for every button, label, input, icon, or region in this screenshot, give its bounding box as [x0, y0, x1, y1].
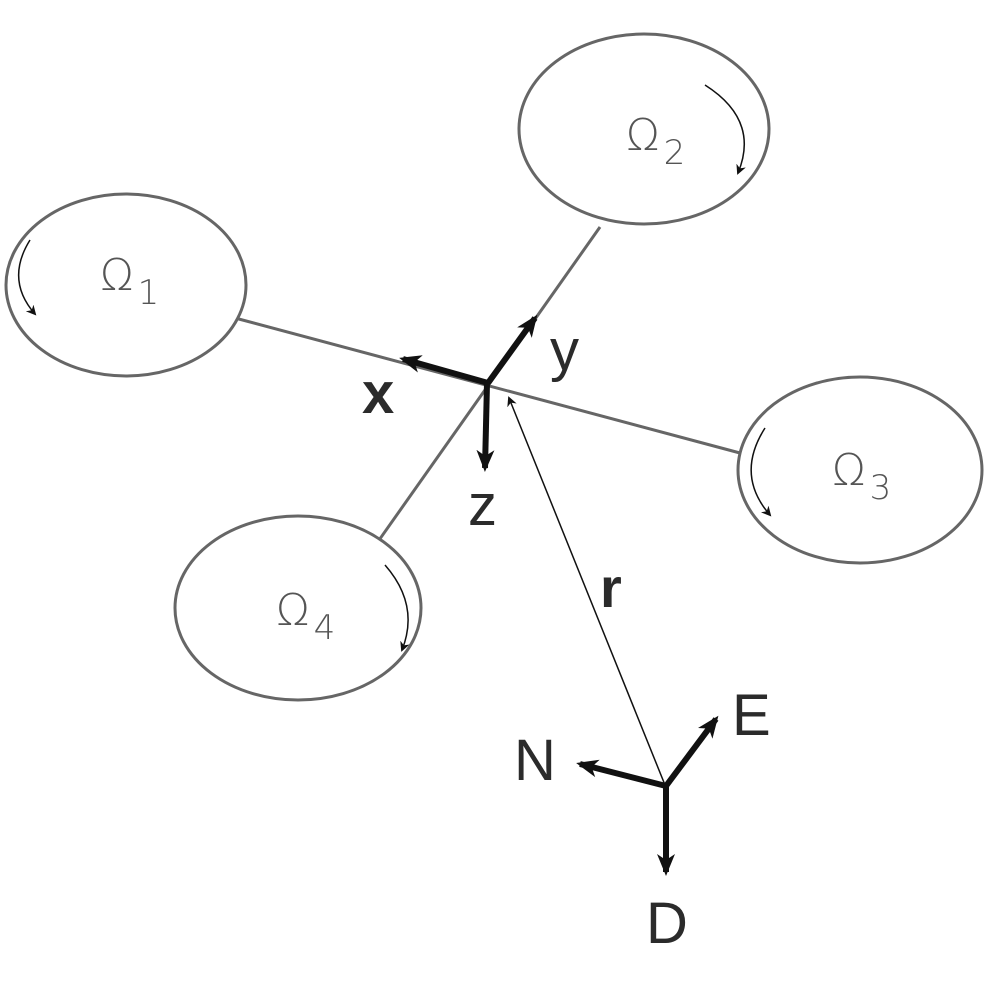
- y-axis-label: y: [550, 318, 579, 383]
- y-axis-arrow: [485, 314, 538, 385]
- rotor-symbol: Ω: [626, 110, 660, 161]
- svg-text:Ω1: Ω1: [100, 250, 159, 313]
- rotor-symbol: Ω: [832, 445, 866, 496]
- svg-text:Ω3: Ω3: [832, 445, 891, 508]
- rotation-arrow-icon: [384, 564, 410, 652]
- rotor-index: 3: [870, 468, 892, 508]
- svg-text:Ω2: Ω2: [626, 110, 685, 173]
- inertial-frame: N E D: [514, 683, 771, 956]
- rotor-symbol: Ω: [276, 585, 310, 636]
- x-axis-label: x: [362, 361, 394, 426]
- rotor-index: 1: [138, 273, 160, 313]
- z-axis-arrow: [476, 382, 495, 472]
- rotor-index: 4: [314, 608, 336, 648]
- rotor-symbol: Ω: [100, 250, 134, 301]
- rotation-arrow-icon: [18, 239, 37, 316]
- east-axis-arrow: [663, 715, 719, 788]
- svg-text:Ω4: Ω4: [276, 585, 335, 648]
- rotation-arrow-icon: [750, 427, 772, 517]
- east-label: E: [732, 683, 771, 748]
- down-label: D: [646, 891, 688, 956]
- rotor-index: 2: [664, 133, 686, 173]
- rotation-arrow-icon: [704, 84, 746, 175]
- north-axis-arrow: [576, 759, 667, 789]
- position-vector-arrow: [507, 396, 666, 786]
- north-label: N: [514, 728, 556, 793]
- body-frame: x y z: [362, 314, 579, 538]
- x-axis-arrow: [399, 355, 489, 386]
- z-axis-label: z: [468, 473, 497, 538]
- position-vector-label: r: [600, 556, 622, 619]
